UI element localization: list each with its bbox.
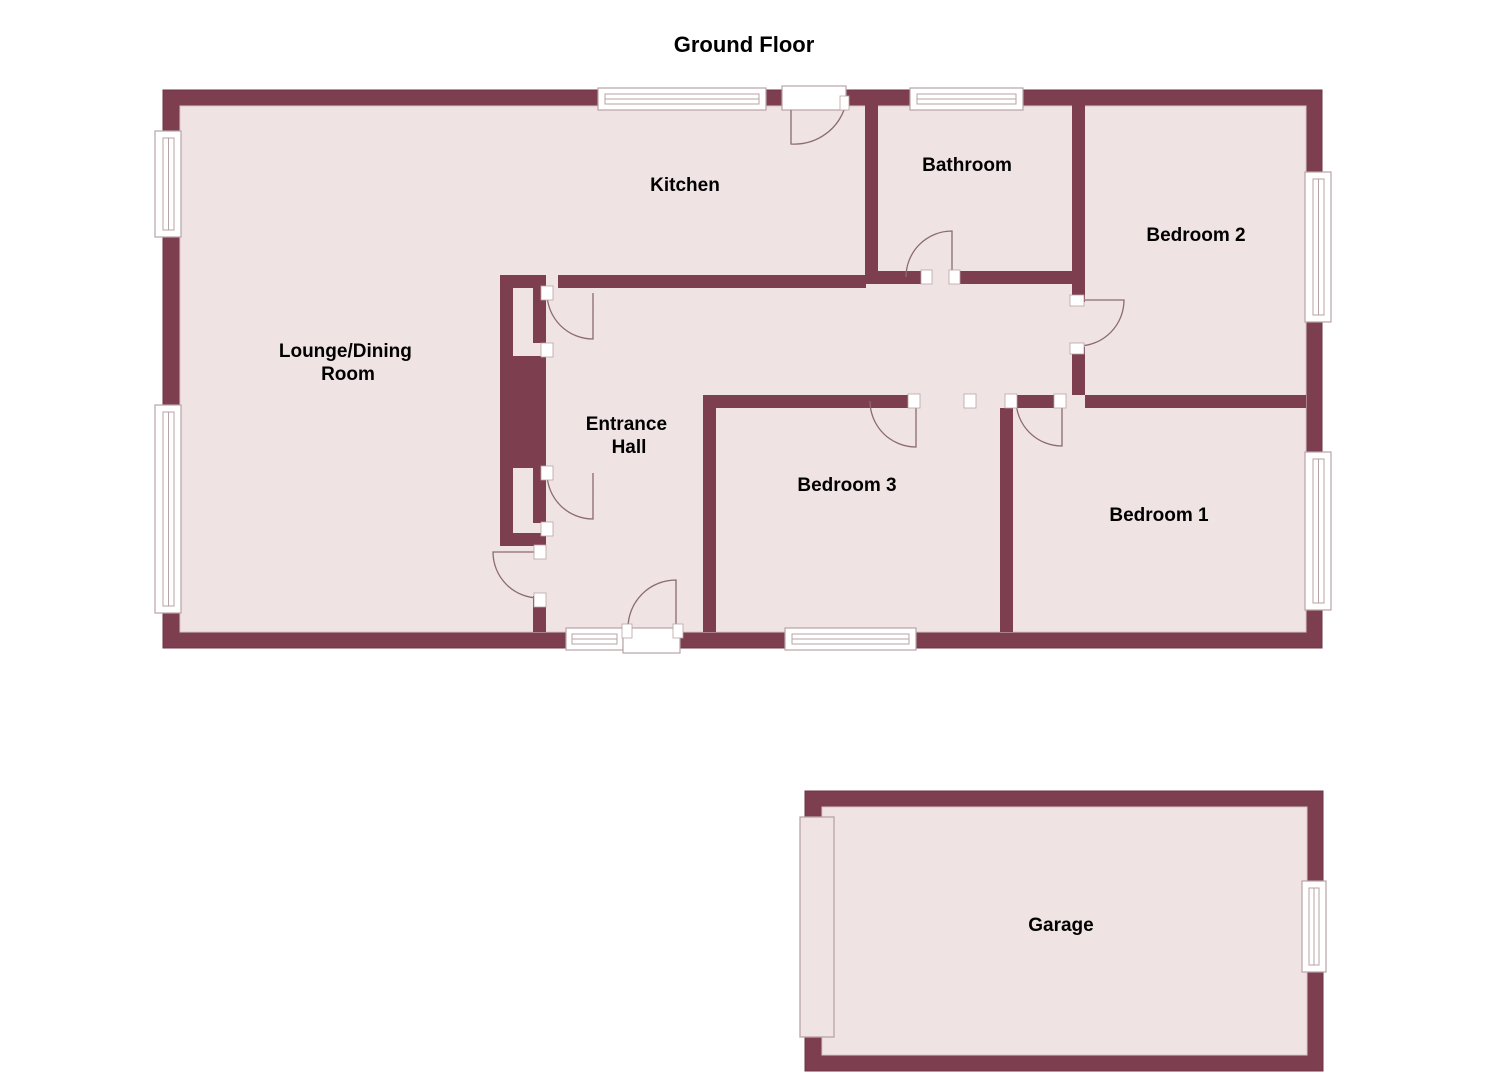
window-bedroom3-bottom	[784, 627, 917, 651]
doors-group	[492, 85, 1125, 654]
door-entrance-front	[621, 579, 684, 654]
room-label-garage: Garage	[1028, 915, 1093, 936]
wall-bathroom-south-right	[955, 271, 1085, 284]
door-bedroom1	[1004, 393, 1067, 447]
wall-cupboard-lower-east	[533, 468, 546, 523]
window-kitchen-top	[597, 87, 767, 111]
wall-cupboard-upper-south	[513, 356, 546, 369]
page-title: Ground Floor	[674, 32, 815, 57]
room-label-bathroom: Bathroom	[922, 155, 1012, 176]
room-label-bedroom-1: Bedroom 1	[1109, 505, 1209, 526]
entrance-hall-label-line-2: Hall	[612, 437, 647, 458]
window-bedroom2-right	[1304, 171, 1332, 323]
wall-hall-north-right	[558, 275, 866, 288]
wall-cupboard-upper-east	[533, 288, 546, 343]
door-bathroom	[905, 230, 961, 285]
wall-bedroom2-bedroom1	[1085, 395, 1306, 408]
wall-bedroom3-north	[703, 395, 912, 408]
door-bedroom2	[1069, 294, 1125, 355]
window-lounge-left-upper	[154, 130, 182, 238]
door-kitchen-back	[781, 85, 850, 145]
door-lounge	[492, 544, 547, 608]
window-lounge-left-lower	[154, 404, 182, 614]
door-cupboard-lower	[540, 465, 594, 537]
wall-hall-bedroom1-top	[1008, 395, 1058, 408]
wall-cupboard-divider-block	[500, 368, 546, 456]
wall-bedroom3-east	[1000, 408, 1013, 632]
lounge-label-line-2: Room	[321, 364, 375, 385]
window-bedroom1-right	[1304, 451, 1332, 611]
door-cupboard-upper	[540, 285, 594, 358]
interior-floor-area	[179, 105, 1307, 633]
window-garage-right	[1301, 880, 1327, 973]
ground-floor-block: Lounge/Dining Room Kitchen Bathroom Bedr…	[154, 85, 1332, 654]
wall-bedroom2-hall-lower	[1072, 347, 1085, 395]
door-bedroom3	[869, 393, 977, 448]
garage-block: Garage	[799, 790, 1327, 1072]
room-label-lounge-dining: Lounge/Dining Room	[279, 341, 417, 385]
exterior-walls	[162, 89, 1323, 649]
window-bathroom-top	[909, 87, 1024, 111]
wall-bathroom-bedroom2	[1072, 96, 1085, 284]
room-label-bedroom-2: Bedroom 2	[1146, 225, 1245, 246]
lounge-label-line-1: Lounge/Dining	[279, 341, 412, 362]
room-label-entrance-hall: Entrance Hall	[586, 414, 673, 458]
wall-bathroom-south-left	[878, 271, 926, 284]
garage-floor-area	[821, 806, 1308, 1056]
wall-kitchen-bathroom	[865, 96, 878, 284]
room-label-bedroom-3: Bedroom 3	[797, 475, 896, 496]
room-labels-ground: Lounge/Dining Room Kitchen Bathroom Bedr…	[279, 155, 1246, 526]
wall-cupboard-lower-north	[513, 455, 546, 468]
entrance-hall-label-line-1: Entrance	[586, 414, 667, 435]
window-entrance-hall-bottom	[565, 627, 624, 651]
wall-cupboard-lower-south	[500, 533, 546, 546]
room-label-kitchen: Kitchen	[650, 175, 720, 196]
door-garage-main	[799, 816, 835, 1038]
wall-bedroom3-west	[703, 395, 716, 632]
windows-group	[154, 87, 1332, 651]
interior-walls	[500, 96, 1306, 632]
